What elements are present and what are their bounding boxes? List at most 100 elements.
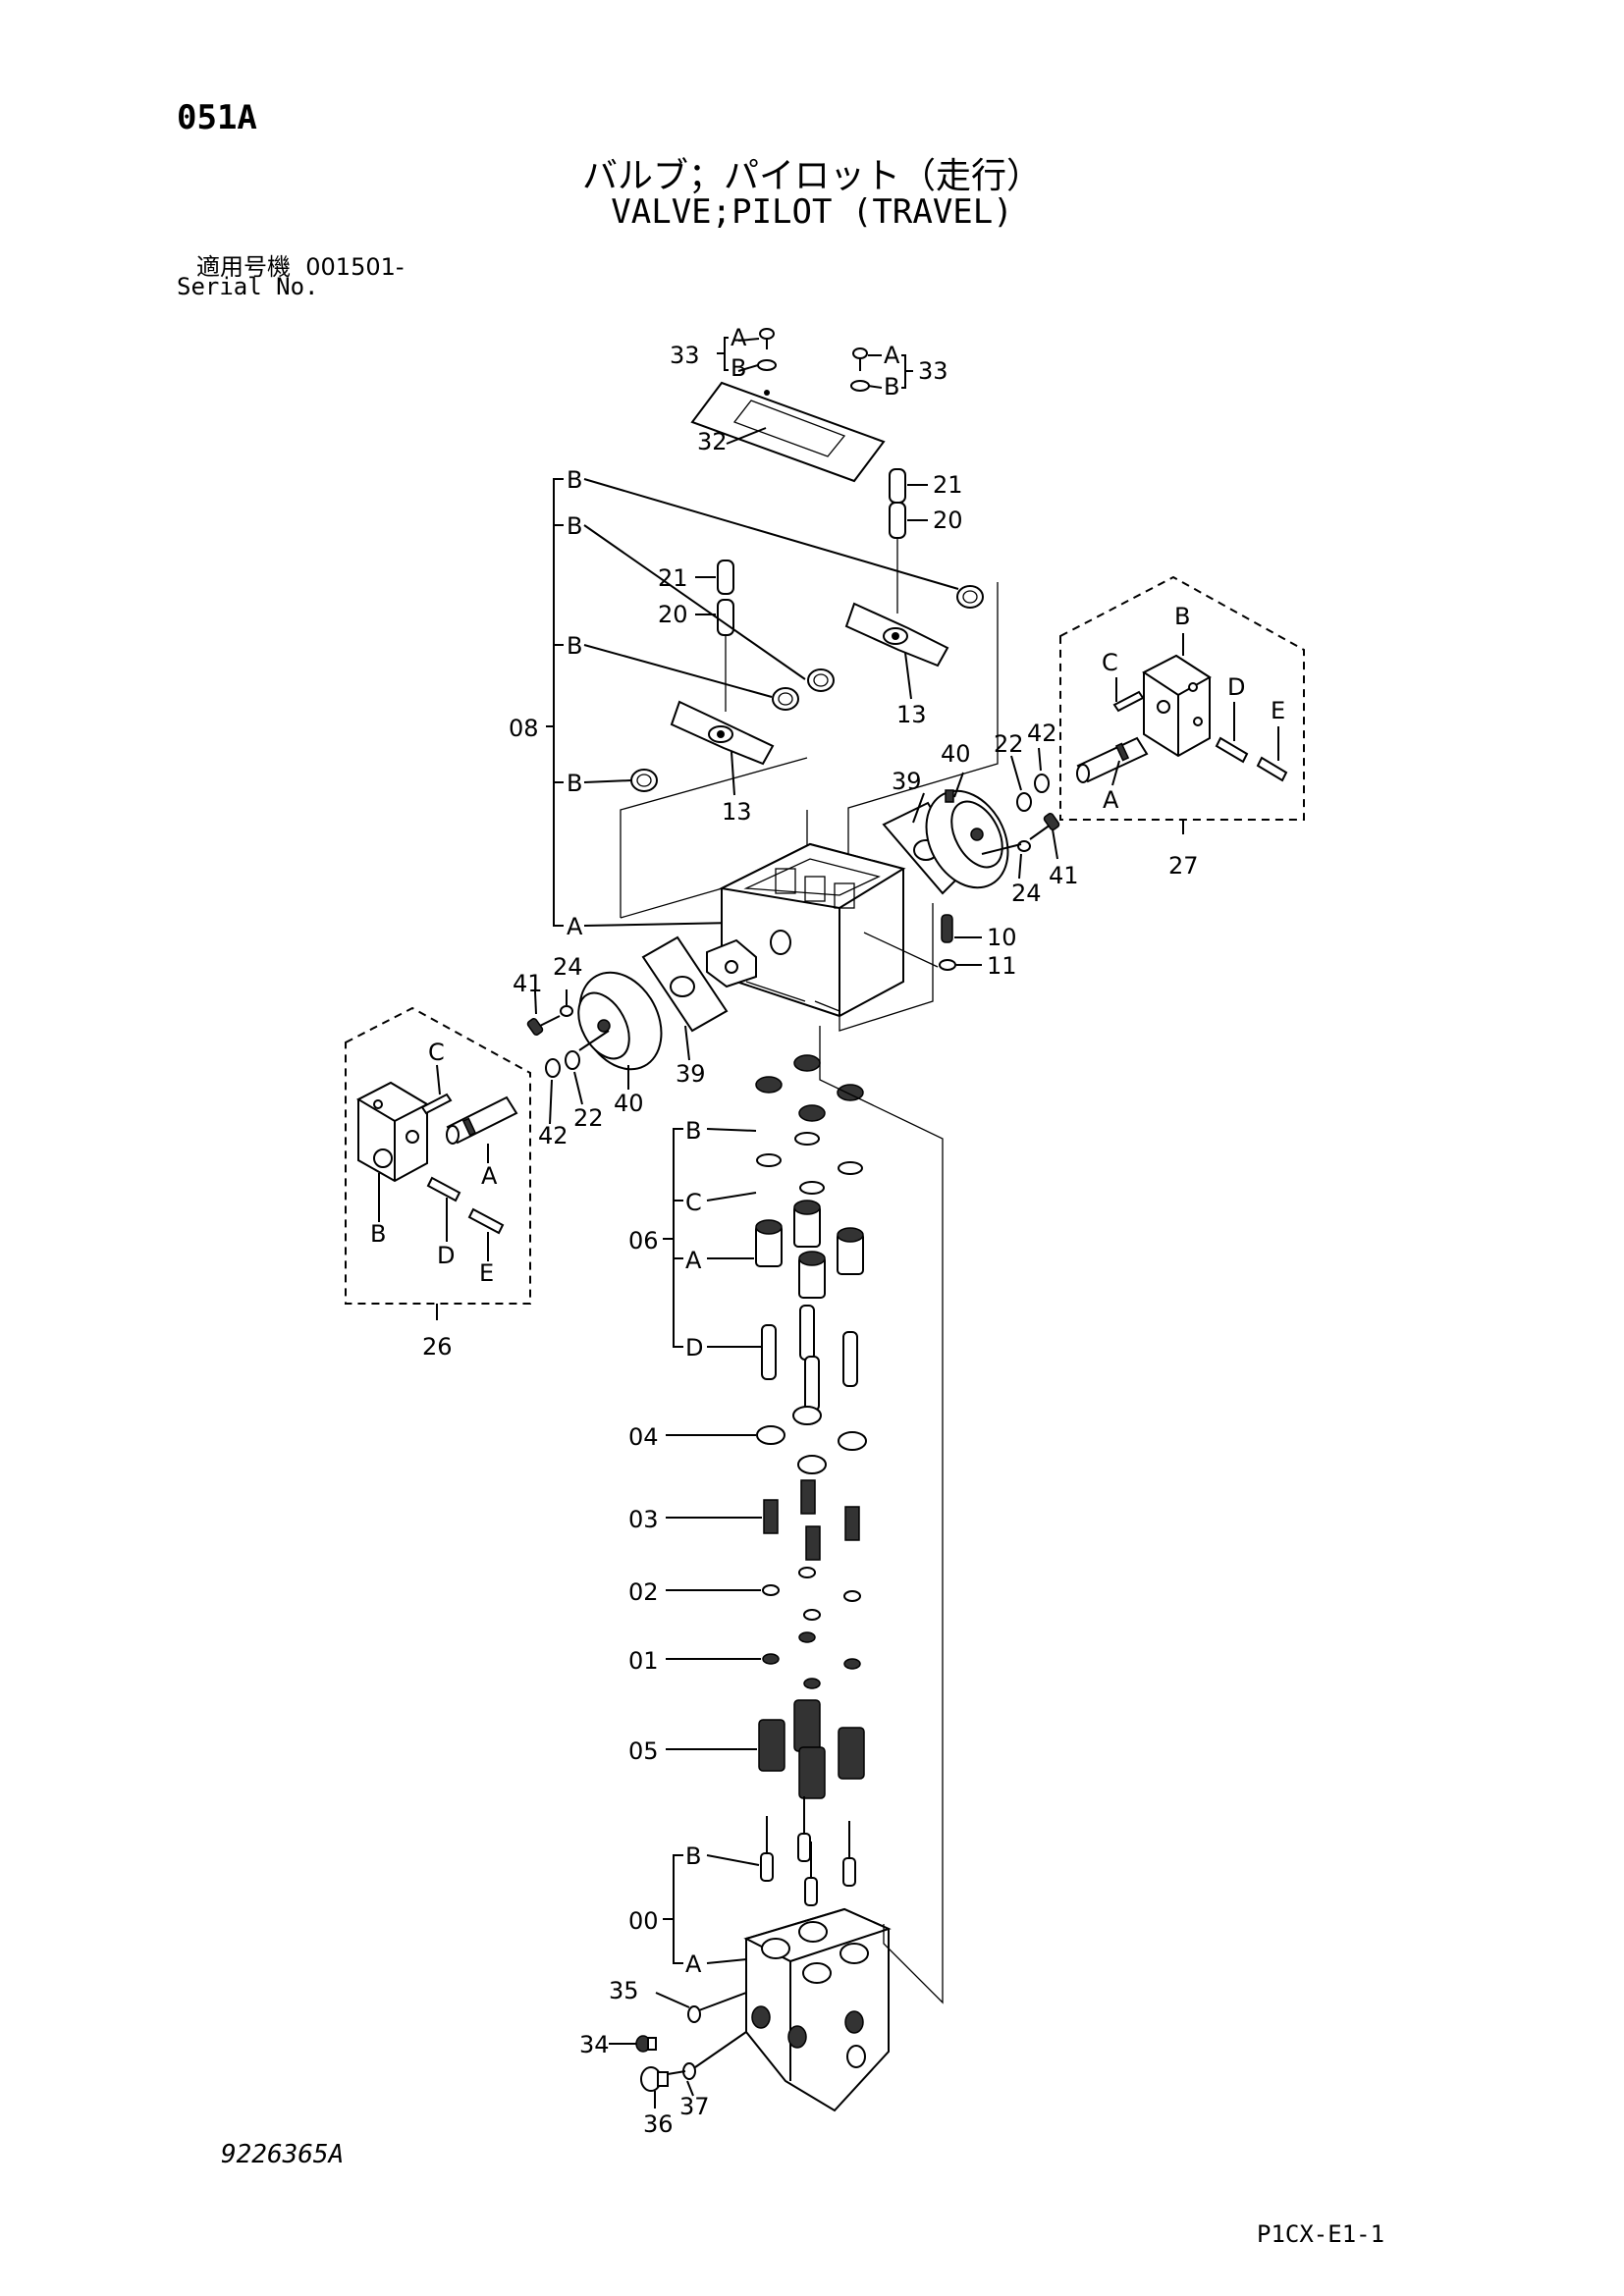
- callout-42-left: 42: [538, 1122, 568, 1149]
- kit-26-shaft: [446, 1095, 518, 1145]
- callout-13-lower: 13: [722, 798, 752, 826]
- spring-seat-04-group: [756, 1406, 867, 1474]
- kit-27-pin-e: [1256, 756, 1288, 782]
- piston-d-group: [761, 1305, 858, 1412]
- callout-letter-a: A: [481, 1162, 498, 1190]
- callout-letter-b: B: [370, 1220, 386, 1248]
- callout-letter-a: A: [567, 913, 583, 940]
- callout-letter-b: B: [884, 373, 899, 400]
- bushing-b-2: [807, 668, 835, 692]
- callout-03: 03: [628, 1506, 659, 1533]
- page-title-english: VALVE;PILOT (TRAVEL): [611, 192, 1013, 232]
- callout-letter-b: B: [567, 512, 582, 540]
- callout-20-left: 20: [658, 601, 688, 628]
- serial-label-japanese: 適用号機: [196, 253, 291, 281]
- callout-21-right: 21: [933, 471, 963, 499]
- callout-letter-a: A: [685, 1950, 702, 1978]
- callout-letter-c: C: [1102, 649, 1118, 676]
- pin-20-left: [717, 599, 734, 636]
- callout-35: 35: [609, 1977, 639, 2004]
- bushing-b-3: [772, 687, 799, 711]
- callout-letter-d: D: [1227, 673, 1245, 701]
- kit-26-pin-d: [426, 1176, 461, 1202]
- callout-41-left: 41: [513, 970, 543, 997]
- screw-33-right: [850, 347, 870, 392]
- callout-42-right: 42: [1027, 720, 1057, 747]
- callout-41-right: 41: [1049, 862, 1079, 889]
- bolt-10: [941, 914, 953, 943]
- oring-22-right: [1016, 792, 1032, 812]
- callout-36: 36: [643, 2110, 674, 2138]
- callout-24-right: 24: [1011, 880, 1042, 907]
- callout-10: 10: [987, 924, 1017, 951]
- callout-26: 26: [422, 1333, 453, 1361]
- oring-c-group: [756, 1132, 863, 1195]
- callout-37: 37: [679, 2093, 710, 2120]
- callout-22-left: 22: [573, 1104, 604, 1132]
- callout-05: 05: [628, 1737, 659, 1765]
- callout-letter-c: C: [428, 1039, 445, 1066]
- page-reference: P1CX-E1-1: [1257, 2220, 1385, 2248]
- arm-13-lower: [670, 700, 775, 766]
- callout-letter-b: B: [567, 466, 582, 494]
- callout-letter-b: B: [1174, 603, 1190, 630]
- kit-27-pin-d: [1215, 736, 1249, 764]
- drawing-number: 9226365A: [221, 2140, 345, 2169]
- kit-27-shaft: [1076, 736, 1149, 783]
- plug-a-group: [755, 1200, 864, 1299]
- callout-33-left: 33: [670, 342, 700, 369]
- return-spring-03-group: [763, 1479, 860, 1561]
- kit-27-pin-c: [1112, 690, 1145, 713]
- callout-letter-e: E: [479, 1259, 494, 1287]
- plug-34: [635, 2035, 657, 2053]
- callout-letter-d: D: [437, 1242, 455, 1269]
- callout-08: 08: [509, 715, 539, 742]
- bushing-b-1: [956, 585, 984, 609]
- callout-21-left: 21: [658, 564, 688, 592]
- callout-39-left: 39: [676, 1060, 706, 1088]
- callout-00: 00: [628, 1907, 659, 1935]
- pin-20-right: [889, 502, 906, 539]
- callout-letter-b: B: [731, 354, 746, 382]
- callout-13-upper: 13: [896, 701, 927, 728]
- callout-34: 34: [579, 2031, 610, 2058]
- pin-21-left: [717, 560, 734, 595]
- callout-letter-b: B: [567, 770, 582, 797]
- spring-05-group: [758, 1699, 865, 1799]
- page-title-japanese: バルブ；パイロット（走行）: [581, 156, 1042, 196]
- arm-13-upper: [844, 602, 949, 667]
- callout-22-right: 22: [994, 730, 1024, 758]
- callout-01: 01: [628, 1647, 659, 1675]
- callout-20-right: 20: [933, 507, 963, 534]
- oring-22-left: [545, 1058, 561, 1078]
- washer-02-group: [762, 1567, 861, 1621]
- cover-plate-32: [690, 381, 886, 483]
- oring-42-left: [565, 1050, 580, 1070]
- callout-letter-b: B: [685, 1117, 701, 1145]
- valve-housing: [706, 842, 906, 1018]
- callout-40-right: 40: [941, 740, 971, 768]
- kit-26-pin-e: [467, 1207, 505, 1235]
- serial-label-english: Serial No.: [177, 273, 319, 300]
- bushing-b-4: [630, 769, 658, 792]
- callout-letter-b: B: [685, 1842, 701, 1870]
- cam-disc-40-right: [925, 789, 1009, 889]
- callout-32: 32: [697, 428, 728, 455]
- callout-33-right: 33: [918, 357, 948, 385]
- callout-02: 02: [628, 1578, 659, 1606]
- shim-01-group: [762, 1631, 861, 1689]
- callout-letter-d: D: [685, 1334, 703, 1362]
- callout-letter-c: C: [685, 1189, 702, 1216]
- callout-06: 06: [628, 1227, 659, 1255]
- screw-41-left: [526, 1005, 573, 1036]
- callout-letter-a: A: [884, 342, 900, 369]
- serial-value: 001501-: [305, 253, 405, 281]
- oring-35: [687, 2005, 701, 2023]
- screw-41-right: [1017, 813, 1060, 852]
- callout-letter-b: B: [567, 632, 582, 660]
- spool-b-group: [760, 1796, 856, 1906]
- oring-42-right: [1034, 774, 1050, 793]
- callout-letter-a: A: [685, 1247, 702, 1274]
- kit-26-pin-c: [420, 1093, 453, 1115]
